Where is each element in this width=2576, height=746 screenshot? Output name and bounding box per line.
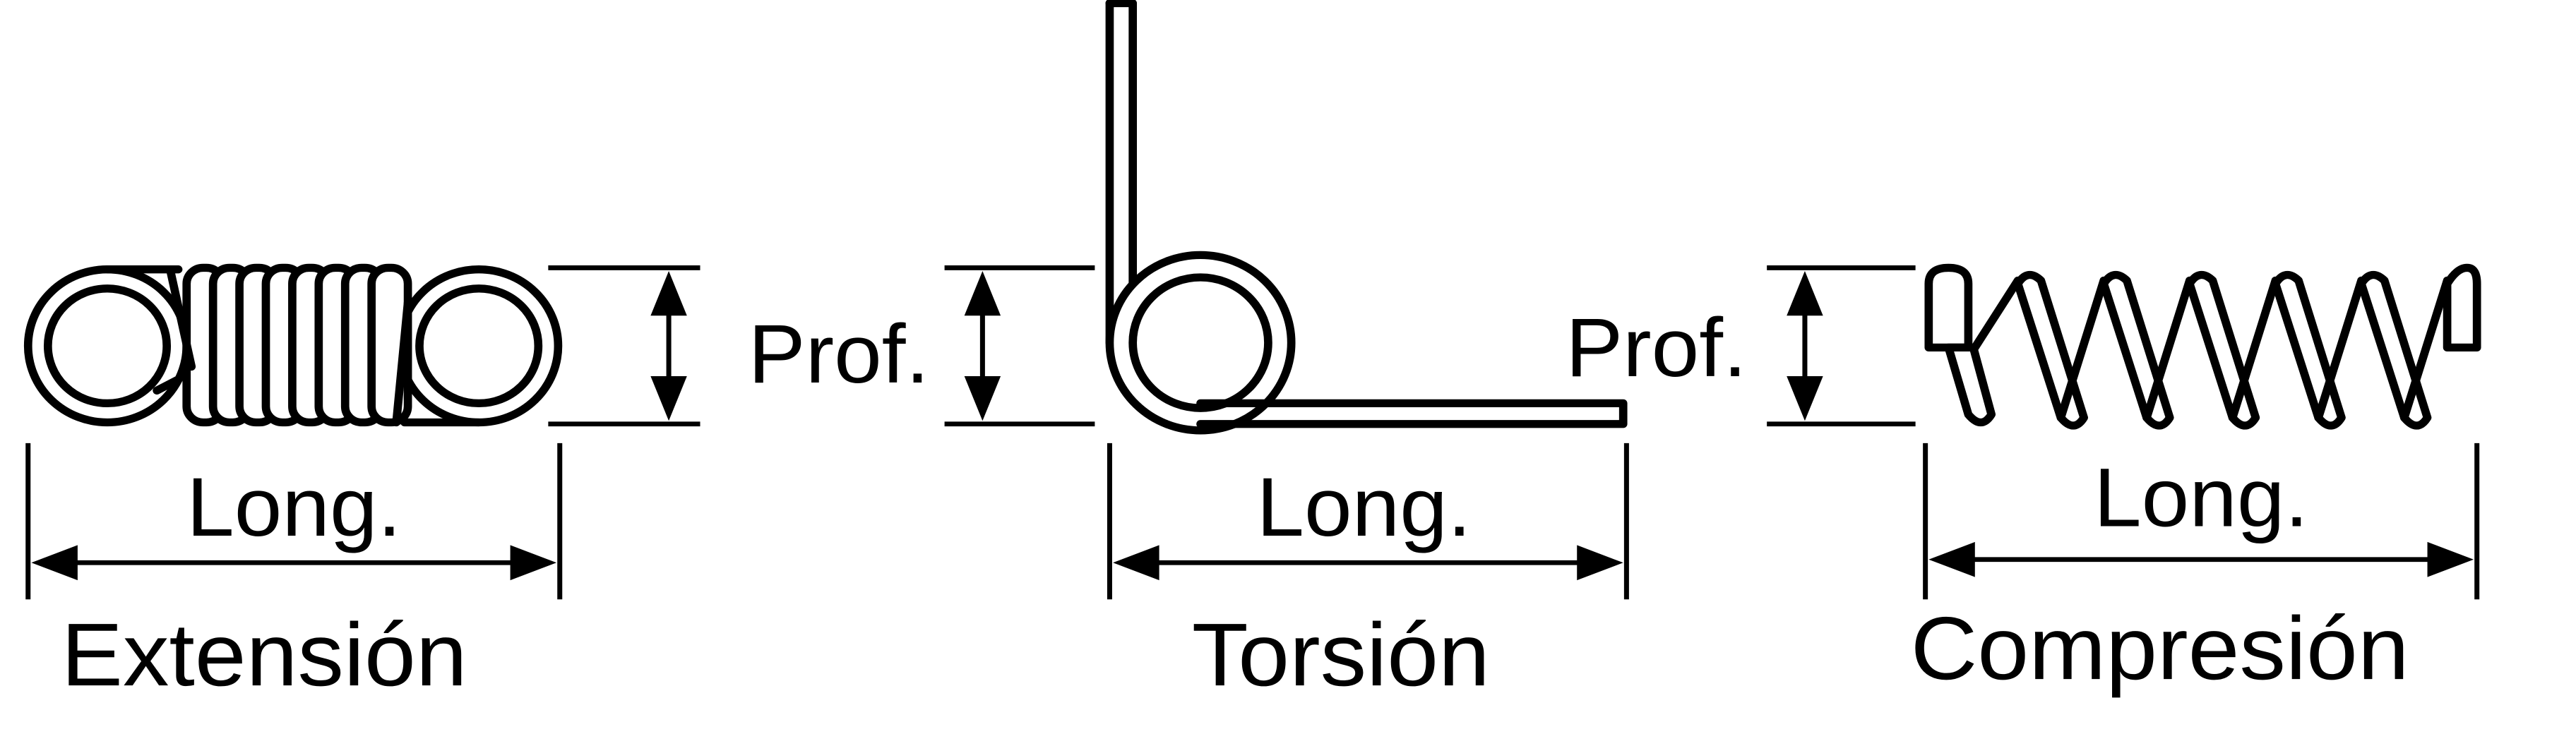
compression-title: Compresión <box>1911 598 2409 698</box>
extension-depth-dimension <box>548 265 700 427</box>
torsion-length-dimension: Long. <box>1107 443 1629 600</box>
torsion-depth-label: Prof. <box>749 308 930 401</box>
compression-length-dimension: Long. <box>1923 443 2480 600</box>
compression-coils <box>1924 263 2481 430</box>
extension-length-label: Long. <box>186 462 401 554</box>
extension-right-hook <box>395 265 563 427</box>
torsion-body <box>1105 0 1628 435</box>
compression-spring: Prof. Long. Compresión <box>1566 263 2481 699</box>
extension-title: Extensión <box>61 605 467 704</box>
torsion-title: Torsión <box>1192 605 1490 704</box>
torsion-spring: Prof. Long. Torsión <box>749 0 1629 705</box>
extension-left-hook <box>23 265 191 427</box>
torsion-length-label: Long. <box>1256 462 1471 554</box>
extension-length-dimension: Long. <box>25 443 563 600</box>
compression-depth-label: Prof. <box>1566 302 1747 395</box>
compression-depth-dimension: Prof. <box>1566 265 1916 427</box>
compression-length-label: Long. <box>2094 452 2308 544</box>
torsion-depth-dimension: Prof. <box>749 265 1095 427</box>
extension-coils <box>166 263 412 427</box>
extension-spring: Long. Extensión <box>23 263 700 705</box>
